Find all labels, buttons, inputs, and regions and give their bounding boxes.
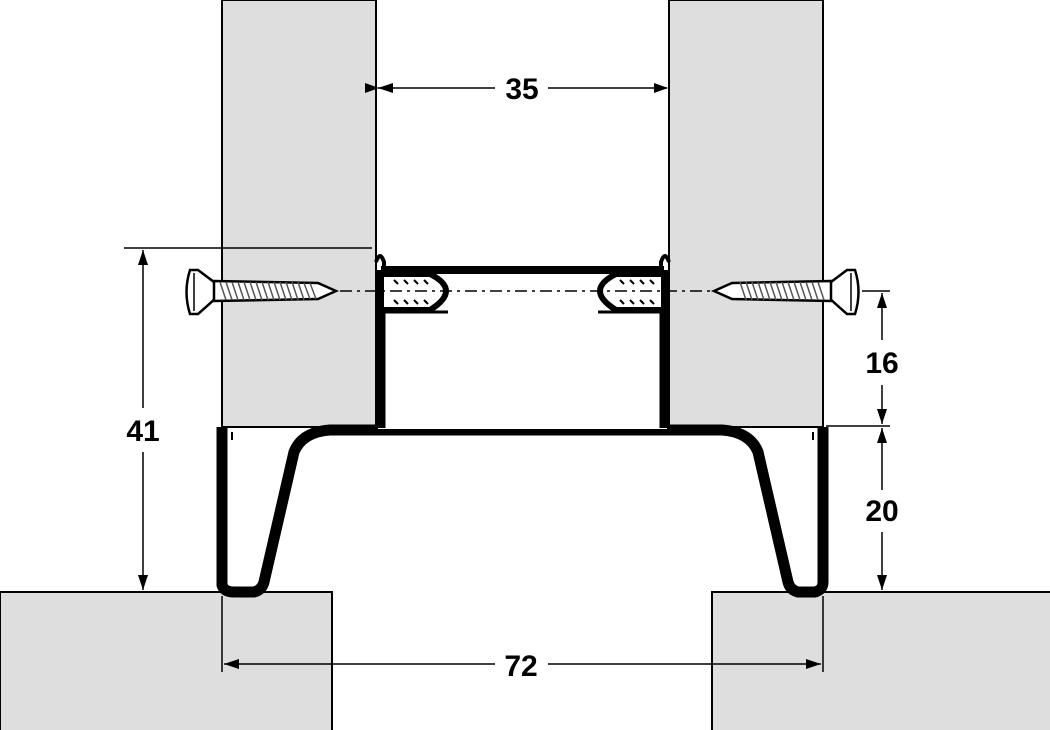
dimension-72 [221, 596, 824, 672]
dimension-41 [124, 247, 372, 590]
dimension-label-16: 16 [865, 347, 898, 380]
dimension-label-35: 35 [505, 73, 538, 106]
left-vertical-panel [221, 0, 377, 428]
dimension-20 [877, 428, 887, 590]
dimension-label-72: 72 [504, 650, 537, 683]
dimension-16 [826, 290, 890, 427]
dimension-label-41: 41 [126, 415, 159, 448]
right-screw-icon [710, 268, 860, 316]
bottom-right-panel [711, 591, 1050, 730]
bottom-left-panel [0, 591, 333, 730]
left-screw-icon [185, 268, 340, 316]
connector-bracket [216, 424, 829, 598]
dimension-label-20: 20 [865, 495, 898, 528]
connector-housing [374, 254, 671, 429]
right-vertical-panel [668, 0, 824, 428]
